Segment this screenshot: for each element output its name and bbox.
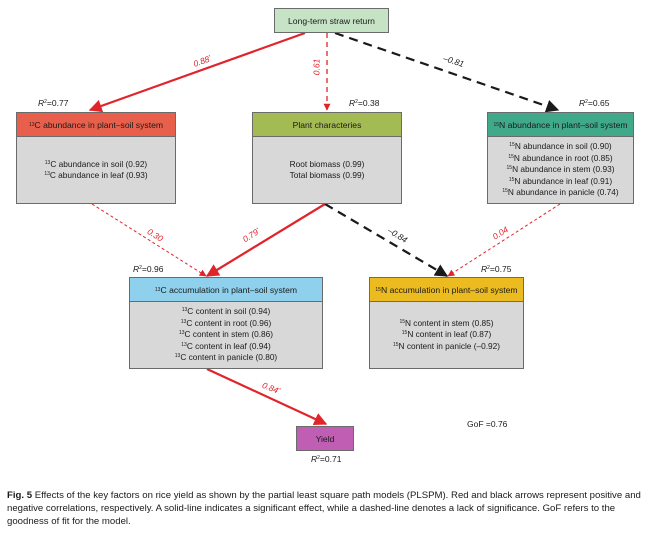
r2-value: =0.77: [46, 98, 69, 108]
r2-c13-abundance: R2=0.77: [38, 98, 68, 108]
indicator-item: 15N content in leaf (0.87): [401, 329, 492, 340]
indicator-item: 13C abundance in leaf (0.93): [44, 170, 148, 180]
indicator-item: 15N abundance in panicle (0.74): [502, 187, 619, 198]
isotope-mark: 15: [502, 188, 508, 195]
figure-number: Fig. 5: [7, 490, 33, 501]
r2-value: =0.96: [141, 264, 164, 274]
isotope-mark: 13: [44, 171, 50, 177]
node-title: C accumulation in plant–soil system: [160, 284, 298, 295]
figure-caption: Fig. 5 Effects of the key factors on ric…: [7, 490, 652, 528]
indicator-item: 15N content in panicle (–0.92): [392, 340, 501, 351]
indicator-item: Root biomass (0.99): [289, 158, 365, 169]
r2-superscript: 2: [355, 99, 358, 105]
isotope-mark: 15: [399, 318, 405, 325]
node-indicators: 15N abundance in soil (0.90)15N abundanc…: [488, 137, 633, 203]
r2-c13-accumulation: R2=0.96: [133, 264, 163, 274]
r2-value: =0.71: [319, 454, 342, 464]
node-title: N abundance in plant–soil system: [499, 119, 628, 130]
node-indicators: Root biomass (0.99)Total biomass (0.99): [253, 137, 401, 203]
isotope-mark: 13: [174, 353, 181, 360]
r2-symbol: R: [133, 264, 140, 274]
r2-value: =0.38: [357, 98, 380, 108]
r2-n15-accumulation: R2=0.75: [481, 264, 511, 274]
node-plant-characteries: Plant characteries Root biomass (0.99)To…: [252, 112, 402, 204]
edge-n15ab-n15acc: [447, 203, 561, 277]
indicator-item: 15N abundance in root (0.85): [508, 152, 613, 163]
isotope-mark: 15: [509, 142, 515, 149]
edges-layer: [88, 31, 561, 425]
r2-superscript: 2: [317, 455, 320, 461]
indicator-item: Total biomass (0.99): [289, 170, 365, 180]
edge-plant-c13acc: [205, 203, 326, 277]
node-indicators: 13C abundance in soil (0.92)13C abundanc…: [17, 137, 175, 203]
edge-plant-n15acc: [324, 203, 449, 277]
indicator-item: 15N abundance in stem (0.93): [506, 164, 615, 175]
node-label: Long-term straw return: [288, 15, 375, 26]
isotope-mark: 13: [178, 330, 185, 337]
node-label: Yield: [315, 433, 335, 444]
r2-value: =0.65: [587, 98, 610, 108]
edge-straw-n15ab: [334, 31, 560, 113]
isotope-mark: 15: [392, 341, 399, 348]
node-title: Plant characteries: [292, 119, 362, 130]
node-header: Plant characteries: [253, 113, 401, 137]
indicator-item: 13C content in stem (0.86): [178, 329, 274, 340]
indicator-item: 13C abundance in soil (0.92): [44, 158, 148, 169]
r2-plant-characteries: R2=0.38: [349, 98, 379, 108]
r2-symbol: R: [481, 264, 488, 274]
isotope-mark: 15: [508, 153, 514, 160]
r2-superscript: 2: [585, 99, 588, 105]
isotope-mark: 13: [181, 307, 188, 314]
r2-value: =0.75: [489, 264, 512, 274]
r2-n15-abundance: R2=0.65: [579, 98, 609, 108]
r2-superscript: 2: [44, 99, 47, 105]
node-long-term-straw-return: Long-term straw return: [274, 8, 389, 33]
indicator-item: 15N content in stem (0.85): [399, 317, 494, 328]
isotope-mark: 15: [401, 330, 408, 337]
indicator-item: 13C content in soil (0.94): [181, 306, 271, 317]
r2-symbol: R: [311, 454, 318, 464]
indicator-item: 15N abundance in leaf (0.91): [508, 175, 613, 186]
r2-superscript: 2: [139, 265, 142, 271]
caption-text: Effects of the key factors on rice yield…: [7, 490, 641, 527]
indicator-item: 13C content in leaf (0.94): [181, 340, 271, 351]
r2-yield: R2=0.71: [311, 454, 341, 464]
r2-superscript: 2: [487, 265, 490, 271]
node-title: C abundance in plant–soil system: [34, 119, 164, 130]
isotope-mark: 15: [506, 165, 513, 172]
indicator-item: 13C content in panicle (0.80): [174, 352, 278, 363]
indicator-item: 15N abundance in soil (0.90): [509, 141, 612, 152]
isotope-mark: 13: [44, 159, 51, 166]
node-yield: Yield: [296, 426, 354, 451]
isotope-mark: 13: [181, 341, 187, 348]
node-indicators: 13C content in soil (0.94)13C content in…: [130, 302, 322, 368]
r2-symbol: R: [349, 98, 356, 108]
edge-straw-c13ab: [88, 31, 306, 113]
edge-c13ab-c13acc: [91, 203, 207, 277]
edge-coefficient: 0.61: [311, 58, 322, 76]
node-title: N accumulation in plant–soil system: [380, 284, 518, 295]
node-indicators: 15N content in stem (0.85)15N content in…: [370, 302, 523, 368]
r2-symbol: R: [38, 98, 45, 108]
indicator-item: 13C content in root (0.96): [180, 317, 272, 328]
r2-symbol: R: [579, 98, 586, 108]
isotope-mark: 15: [508, 176, 515, 183]
goodness-of-fit: GoF =0.76: [467, 419, 508, 429]
edge-c13acc-yield: [206, 368, 328, 425]
isotope-mark: 13: [180, 318, 187, 325]
